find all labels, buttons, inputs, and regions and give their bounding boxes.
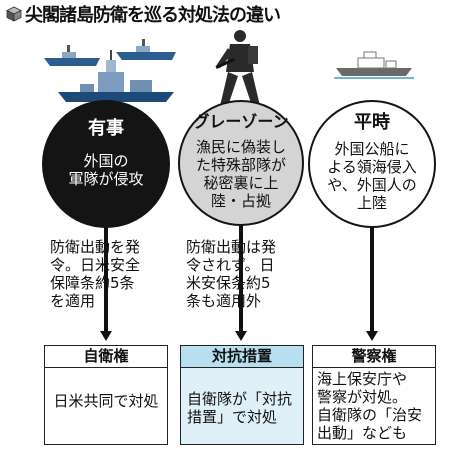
box-line: 出動」なども bbox=[317, 424, 408, 442]
box-line: 日米共同で対処 bbox=[53, 392, 159, 410]
cube-icon bbox=[6, 6, 22, 22]
circle-line: 上陸 bbox=[356, 194, 387, 212]
measure-line: 令。日米安全 bbox=[50, 256, 141, 274]
box-line: 自衛隊が「対抗 bbox=[187, 390, 293, 408]
circle-peacetime: 平時 外国公船に よる領海侵入 や、外国人の 上陸 bbox=[308, 100, 436, 228]
measure-line: 防衛出動を発 bbox=[50, 238, 141, 256]
measure-line: 米安保条約5 bbox=[186, 274, 271, 292]
circle-head: グレーゾーン bbox=[193, 112, 289, 131]
measure-line: 条も適用外 bbox=[186, 292, 262, 310]
circle-line: 秘密裏に上 bbox=[203, 174, 279, 192]
circle-line: 軍隊が侵攻 bbox=[68, 170, 144, 188]
circle-line: 外国の bbox=[83, 152, 129, 170]
measure-line: 令されず。日 bbox=[186, 256, 275, 274]
circle-line: た特殊部隊が bbox=[195, 156, 286, 174]
measure-line: 防衛出動は発 bbox=[186, 238, 277, 256]
circle-line: 陸・占拠 bbox=[210, 192, 271, 210]
warship-icon bbox=[44, 39, 176, 102]
box-self-defense: 自衛権 日米共同で対処 bbox=[44, 345, 168, 445]
box-countermeasure: 対抗措置 自衛隊が「対抗 措置」で対処 bbox=[180, 345, 304, 445]
circle-head: 有事 bbox=[88, 118, 124, 139]
box-line: 措置」で対処 bbox=[187, 408, 278, 426]
circle-head: 平時 bbox=[354, 112, 390, 133]
box-line: 警察が対処。 bbox=[317, 388, 408, 406]
box-head: 警察権 bbox=[313, 346, 435, 368]
box-line: 自衛隊の「治安 bbox=[317, 406, 423, 424]
box-head: 自衛権 bbox=[45, 346, 167, 368]
arrow-emergency-head bbox=[100, 331, 112, 341]
arrow-peacetime-head bbox=[366, 331, 378, 341]
diagram-title: 尖閣諸島防衛を巡る対処法の違い bbox=[6, 2, 281, 26]
circle-line: 外国公船に bbox=[334, 140, 410, 158]
box-head: 対抗措置 bbox=[181, 346, 303, 368]
circle-gray-zone: グレーゾーン 漁民に偽装し た特殊部隊が 秘密裏に上 陸・占拠 bbox=[178, 100, 304, 226]
circle-emergency: 有事 外国の 軍隊が侵攻 bbox=[42, 100, 170, 228]
measure-line: 保障条約5条 bbox=[50, 274, 135, 292]
circle-line: 漁民に偽装し bbox=[195, 138, 286, 156]
box-police-power: 警察権 海上保安庁や 警察が対処。 自衛隊の「治安 出動」なども bbox=[312, 345, 436, 445]
measure-text-emergency: 防衛出動を発 令。日米安全 保障条約5条 を適用 bbox=[50, 238, 166, 310]
patrol-ship-icon bbox=[334, 51, 414, 79]
measure-text-gray-zone: 防衛出動は発 令されず。日 米安保条約5 条も適用外 bbox=[186, 238, 302, 310]
box-line: 海上保安庁や bbox=[317, 370, 408, 388]
measure-line: を適用 bbox=[50, 292, 96, 310]
soldier-icon bbox=[215, 30, 260, 106]
circle-line: よる領海侵入 bbox=[327, 158, 417, 176]
title-text: 尖閣諸島防衛を巡る対処法の違い bbox=[25, 5, 281, 26]
arrow-gray-zone-head bbox=[235, 331, 247, 341]
circle-line: や、外国人の bbox=[327, 176, 417, 194]
